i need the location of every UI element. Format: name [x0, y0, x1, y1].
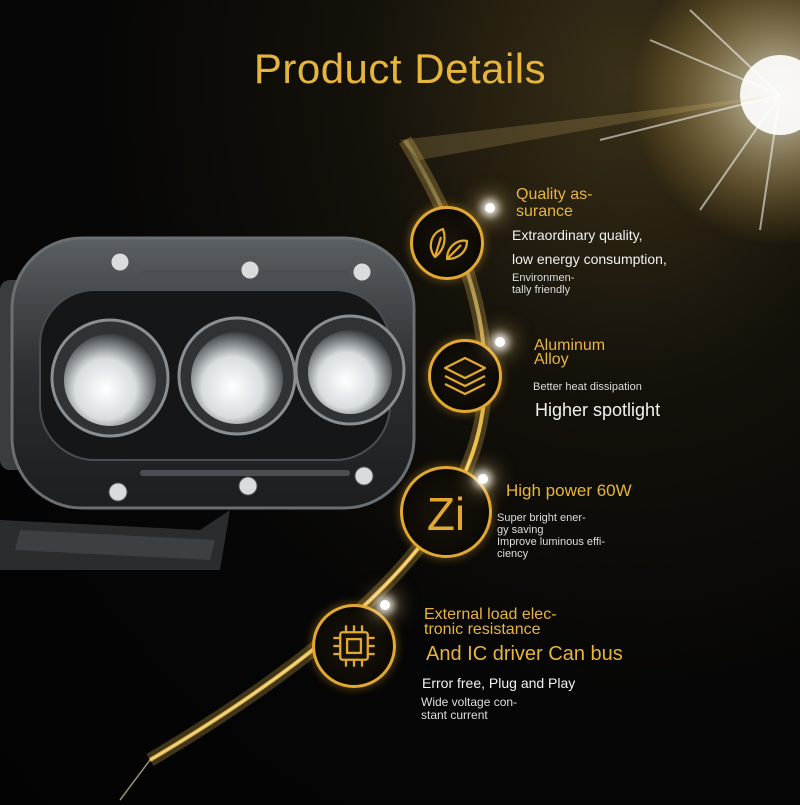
sparkle-3: [478, 474, 488, 484]
feature-power-icon-ring: Zi: [400, 466, 492, 558]
leaf-icon: [429, 227, 469, 261]
feature-driver-heading-2: tronic resistance: [424, 621, 541, 638]
feature-quality-heading-2: surance: [516, 203, 573, 220]
feature-aluminum-icon-ring: [428, 339, 502, 413]
feature-quality-line-1: Extraordinary quality,: [512, 227, 643, 243]
feature-aluminum-heading-2: Alloy: [534, 351, 569, 368]
feature-power-small-1: Super bright ener-: [497, 512, 586, 524]
feature-quality-heading-1: Quality as-: [516, 186, 593, 203]
sparkle-4: [380, 600, 390, 610]
feature-quality-small-2: tally friendly: [512, 284, 571, 296]
feature-driver-heading-1: External load elec-: [424, 606, 557, 623]
feature-aluminum-small-1: Better heat dissipation: [533, 381, 642, 393]
chip-icon: [333, 625, 375, 667]
sparkle-2: [495, 337, 505, 347]
feature-driver-line-2: Error free, Plug and Play: [422, 675, 576, 691]
feature-quality-icon-ring: [410, 206, 484, 280]
feature-driver-small-2: stant current: [421, 708, 488, 722]
feature-power-small-3: Improve luminous effi-: [497, 536, 606, 548]
feature-power-heading: High power 60W: [506, 481, 632, 500]
feature-driver-line-1: And IC driver Can bus: [426, 643, 623, 665]
feature-quality-small-1: Environmen-: [512, 272, 575, 284]
layers-icon: [443, 356, 487, 396]
feature-driver-icon-ring: [312, 604, 396, 688]
feature-aluminum-line-1: Higher spotlight: [535, 400, 661, 420]
led-lamp-image: [0, 236, 416, 570]
feature-power-small-4: ciency: [497, 548, 529, 560]
page-title: Product Details: [253, 45, 547, 92]
feature-power-small-2: gy saving: [497, 524, 544, 536]
zi-logo-icon: Zi: [426, 488, 466, 540]
feature-driver-small-1: Wide voltage con-: [421, 695, 518, 709]
feature-quality-line-2: low energy consumption,: [512, 251, 667, 267]
feature-aluminum-heading-1: Aluminum: [534, 337, 606, 354]
sparkle-1: [485, 203, 495, 213]
